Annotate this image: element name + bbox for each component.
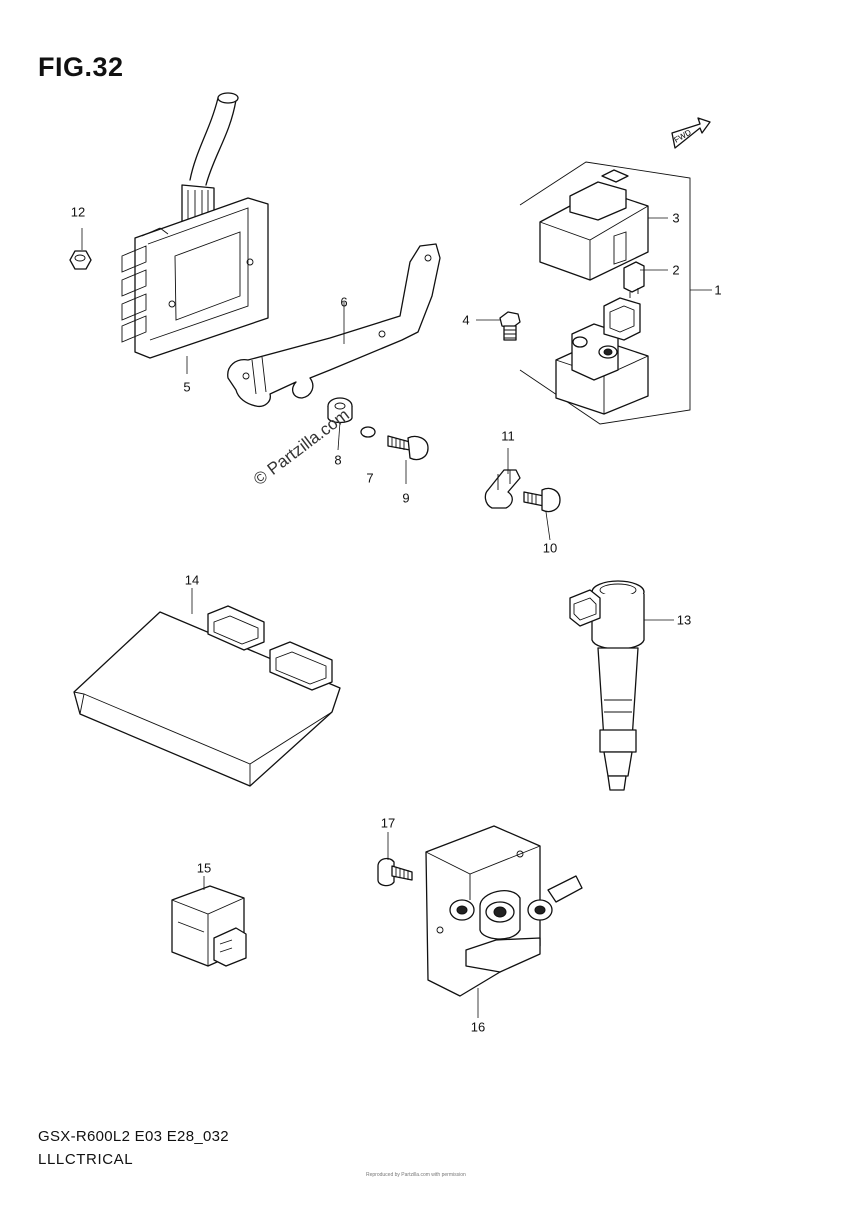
callout-6[interactable]: 6 <box>340 294 348 310</box>
regulator-rectifier-part <box>121 92 269 359</box>
relay-part <box>171 885 247 967</box>
leader-lines <box>81 217 712 1018</box>
collar-part <box>360 426 376 438</box>
callout-15[interactable]: 15 <box>196 860 212 876</box>
nut-part <box>69 250 92 270</box>
callout-8[interactable]: 8 <box>334 452 342 468</box>
bracket-part <box>227 243 441 408</box>
bolt-part-10 <box>523 487 561 513</box>
fuse-part <box>623 261 645 298</box>
bolt-part-17 <box>377 857 413 887</box>
callout-2[interactable]: 2 <box>672 262 680 278</box>
bolt-part <box>387 435 429 461</box>
starter-relay-part <box>555 297 649 415</box>
callout-9[interactable]: 9 <box>402 490 410 506</box>
starter-relay-cover-part <box>539 169 649 281</box>
fine-print: Reproduced by Partzilla.com with permiss… <box>366 1172 466 1178</box>
ecm-part <box>73 605 341 787</box>
callout-7[interactable]: 7 <box>366 470 374 486</box>
diagram-code: GSX-R600L2 E03 E28_032 <box>38 1128 229 1145</box>
callout-5[interactable]: 5 <box>183 379 191 395</box>
section-title: LLLCTRICAL <box>38 1151 134 1168</box>
callout-3[interactable]: 3 <box>672 210 680 226</box>
callout-13[interactable]: 13 <box>676 612 692 628</box>
figure-title: FIG.32 <box>38 52 124 82</box>
callout-10[interactable]: 10 <box>542 540 558 556</box>
callout-11[interactable]: 11 <box>501 428 515 444</box>
callout-12[interactable]: 12 <box>70 204 86 220</box>
callout-14[interactable]: 14 <box>184 572 200 588</box>
tilt-sensor-part <box>425 825 583 997</box>
ignition-coil-part <box>569 580 645 791</box>
bolt-part-4 <box>499 311 521 341</box>
callout-1[interactable]: 1 <box>714 282 722 298</box>
fwd-arrow-icon: FWD <box>671 117 711 149</box>
callout-17[interactable]: 17 <box>380 815 396 831</box>
relay-assembly-outline <box>519 161 691 425</box>
clamp-part <box>484 469 521 509</box>
callout-16[interactable]: 16 <box>470 1019 486 1035</box>
callout-4[interactable]: 4 <box>462 312 470 328</box>
